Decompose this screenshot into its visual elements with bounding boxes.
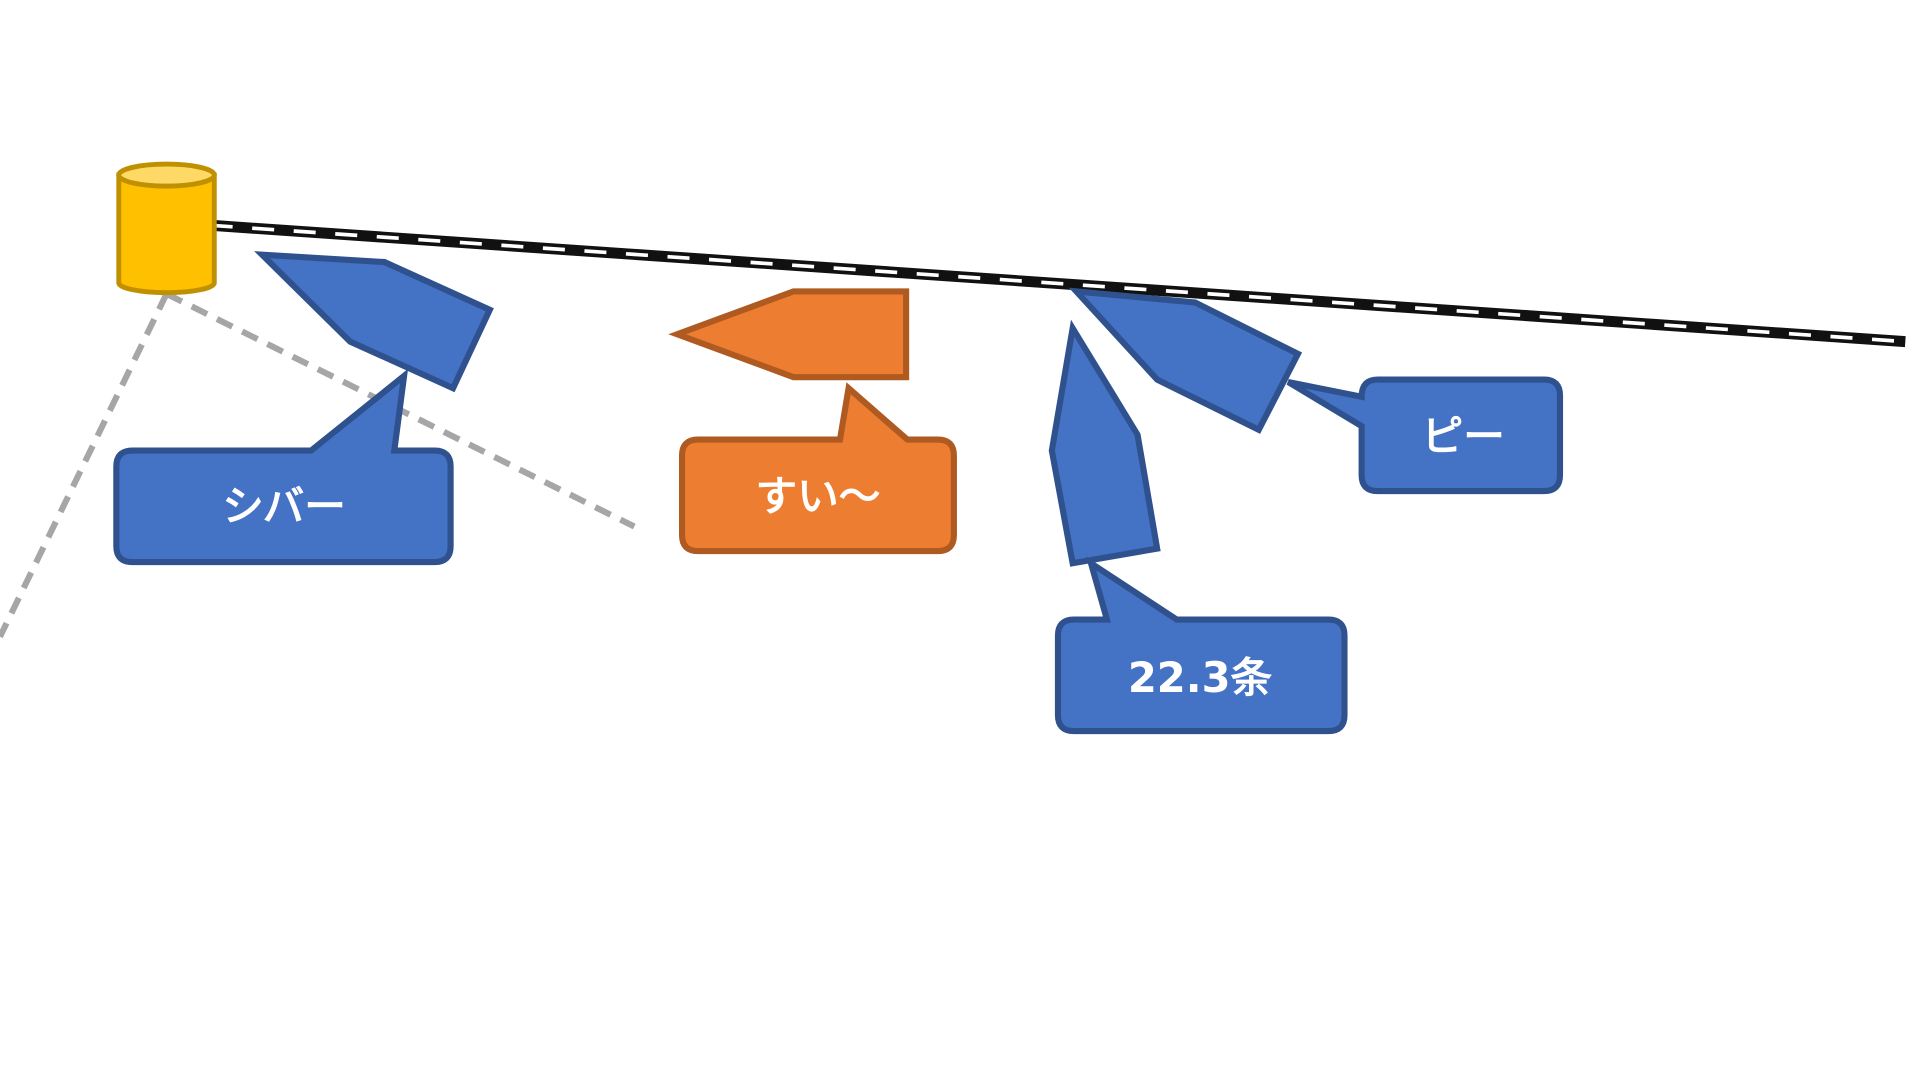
track-line-dashes bbox=[210, 223, 1906, 344]
callout-suii: すい〜 bbox=[678, 382, 957, 555]
callout-label: すい〜 bbox=[756, 472, 881, 521]
callout-22-3-jou: 22.3条 bbox=[1054, 556, 1348, 735]
callout-label: ピー bbox=[1422, 412, 1505, 461]
arrow-shape-4 bbox=[1068, 287, 1303, 434]
arrow-shape-2 bbox=[668, 288, 910, 381]
callout-label: 22.3条 bbox=[1128, 653, 1273, 702]
dashed-line-left bbox=[0, 292, 170, 639]
callout-pii: ピー bbox=[1286, 376, 1564, 495]
arrow-shape-3 bbox=[1048, 319, 1161, 567]
arrow-shape-1 bbox=[254, 251, 494, 393]
callout-label: シバー bbox=[222, 481, 346, 530]
callout-shibaa: シバー bbox=[113, 368, 454, 566]
cylinder-icon bbox=[116, 161, 217, 296]
